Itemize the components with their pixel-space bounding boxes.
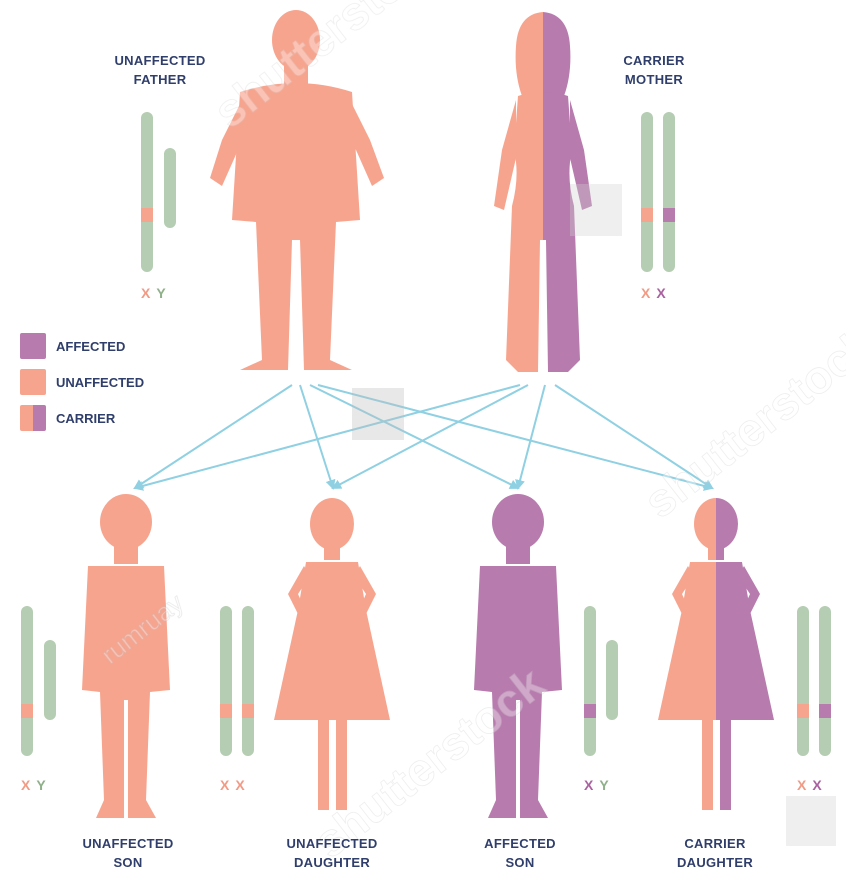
child-label-line2: DAUGHTER xyxy=(247,853,417,872)
legend-affected: AFFECTED xyxy=(20,333,125,359)
child-label-line2: DAUGHTER xyxy=(630,853,800,872)
son1-chromosome-letters: XY xyxy=(21,777,52,793)
mother-chromosomes xyxy=(641,112,675,272)
father-chromosomes xyxy=(141,112,176,272)
mother-label-line2: MOTHER xyxy=(569,70,739,89)
mother-label-line1: CARRIER xyxy=(569,51,739,70)
child-label-line2: SON xyxy=(43,853,213,872)
daughter2-chromosomes xyxy=(797,606,831,756)
legend-unaffected: UNAFFECTED xyxy=(20,369,144,395)
daughter2-chromosome-letters: XX xyxy=(797,777,828,793)
son1-y-letter: Y xyxy=(36,777,51,793)
watermark-text-2: shutterstock xyxy=(634,317,846,528)
child-label-line1: UNAFFECTED xyxy=(247,834,417,853)
legend-carrier: CARRIER xyxy=(20,405,115,431)
son2-x-letter: X xyxy=(584,777,599,793)
father-x-letter: X xyxy=(141,285,156,301)
child-label-unaffected-daughter: UNAFFECTED DAUGHTER xyxy=(247,834,417,872)
carrier-daughter-silhouette xyxy=(658,498,774,810)
legend-carrier-swatch xyxy=(20,405,46,431)
daughter1-chromosomes xyxy=(220,606,254,756)
child-label-unaffected-son: UNAFFECTED SON xyxy=(43,834,213,872)
arrow-father-son2 xyxy=(310,385,518,488)
father-label-line1: UNAFFECTED xyxy=(75,51,245,70)
legend-affected-swatch xyxy=(20,333,46,359)
mother-x1-letter: X xyxy=(641,285,656,301)
child-label-line1: UNAFFECTED xyxy=(43,834,213,853)
legend-unaffected-label: UNAFFECTED xyxy=(56,375,144,390)
arrow-father-son1 xyxy=(135,385,292,488)
father-y-letter: Y xyxy=(156,285,171,301)
child-label-line1: CARRIER xyxy=(630,834,800,853)
son1-chromosomes xyxy=(21,606,56,756)
father-chromosome-letters: XY xyxy=(141,285,172,301)
child-label-affected-son: AFFECTED SON xyxy=(435,834,605,872)
daughter1-x1-letter: X xyxy=(220,777,235,793)
mother-chromosome-letters: XX xyxy=(641,285,672,301)
daughter1-chromosome-letters: XX xyxy=(220,777,251,793)
legend-affected-label: AFFECTED xyxy=(56,339,125,354)
son2-chromosome-letters: XY xyxy=(584,777,615,793)
father-label-line2: FATHER xyxy=(75,70,245,89)
child-label-line1: AFFECTED xyxy=(435,834,605,853)
watermark: shutterstock shutterstock shutterstock r… xyxy=(95,0,846,868)
mother-label: CARRIER MOTHER xyxy=(569,51,739,89)
child-label-line2: SON xyxy=(435,853,605,872)
son1-x-letter: X xyxy=(21,777,36,793)
son2-chromosomes xyxy=(584,606,618,756)
arrow-mother-son2 xyxy=(518,385,545,488)
daughter1-x2-letter: X xyxy=(235,777,250,793)
father-label: UNAFFECTED FATHER xyxy=(75,51,245,89)
inheritance-arrows xyxy=(135,385,712,488)
daughter2-x2-letter: X xyxy=(812,777,827,793)
child-label-carrier-daughter: CARRIER DAUGHTER xyxy=(630,834,800,872)
son2-y-letter: Y xyxy=(599,777,614,793)
affected-son-silhouette xyxy=(474,494,562,818)
mother-x2-letter: X xyxy=(656,285,671,301)
legend-carrier-label: CARRIER xyxy=(56,411,115,426)
unaffected-daughter-silhouette xyxy=(274,498,390,810)
legend-unaffected-swatch xyxy=(20,369,46,395)
daughter2-x1-letter: X xyxy=(797,777,812,793)
